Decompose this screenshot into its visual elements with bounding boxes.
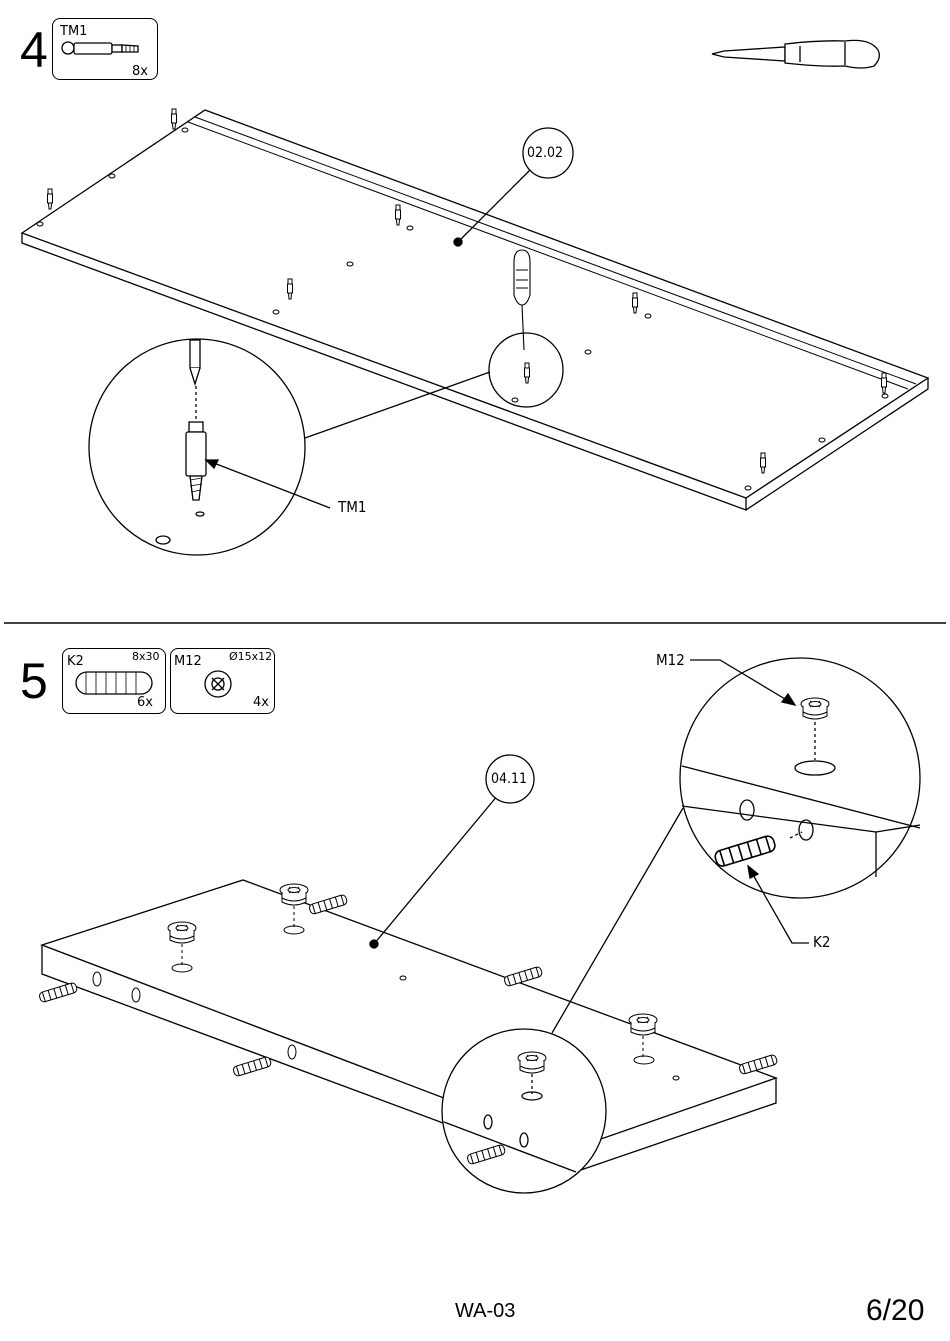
part-code: K2 [67, 654, 84, 669]
part-qty: 8x [132, 64, 148, 79]
part-box-k2 [62, 648, 166, 714]
callout-label-panel: 02.02 [527, 145, 564, 161]
part-qty: 6x [137, 695, 153, 710]
screwdriver-in-use [513, 249, 531, 351]
holes-step4 [36, 127, 889, 491]
part-code: M12 [174, 654, 202, 669]
callout-label-dowel: K2 [813, 933, 831, 951]
callout-label-panel: 04.11 [491, 771, 528, 787]
tm1-part-icon [61, 41, 139, 55]
step-number: 4 [20, 22, 48, 78]
panel-04-11 [40, 879, 778, 1173]
part-box-m12 [170, 648, 275, 714]
callout-label-part: TM1 [338, 498, 367, 516]
step-number: 5 [20, 653, 48, 709]
detail-circle-step4 [88, 332, 564, 556]
callout-leader-04-11 [369, 754, 535, 949]
callout-leader-02-02 [453, 127, 574, 247]
part-size: 8x30 [132, 650, 160, 663]
page-number: 6/20 [866, 1294, 925, 1327]
callout-label-cam: M12 [656, 651, 685, 669]
detail-circle-step5-large [679, 657, 921, 899]
model-code: WA-03 [455, 1300, 516, 1322]
m12-part-icon [204, 670, 232, 698]
panel-02-02 [20, 109, 930, 511]
screwdriver-icon [711, 39, 880, 69]
part-size: Ø15x12 [229, 650, 273, 663]
callout-leaders-step5 [690, 659, 809, 944]
detail-circle-step5-small [441, 807, 684, 1194]
k2-part-icon [75, 671, 153, 695]
cam-axes [181, 906, 644, 1058]
part-code: TM1 [60, 24, 88, 39]
part-box-tm1 [52, 18, 158, 80]
part-qty: 4x [253, 695, 269, 710]
